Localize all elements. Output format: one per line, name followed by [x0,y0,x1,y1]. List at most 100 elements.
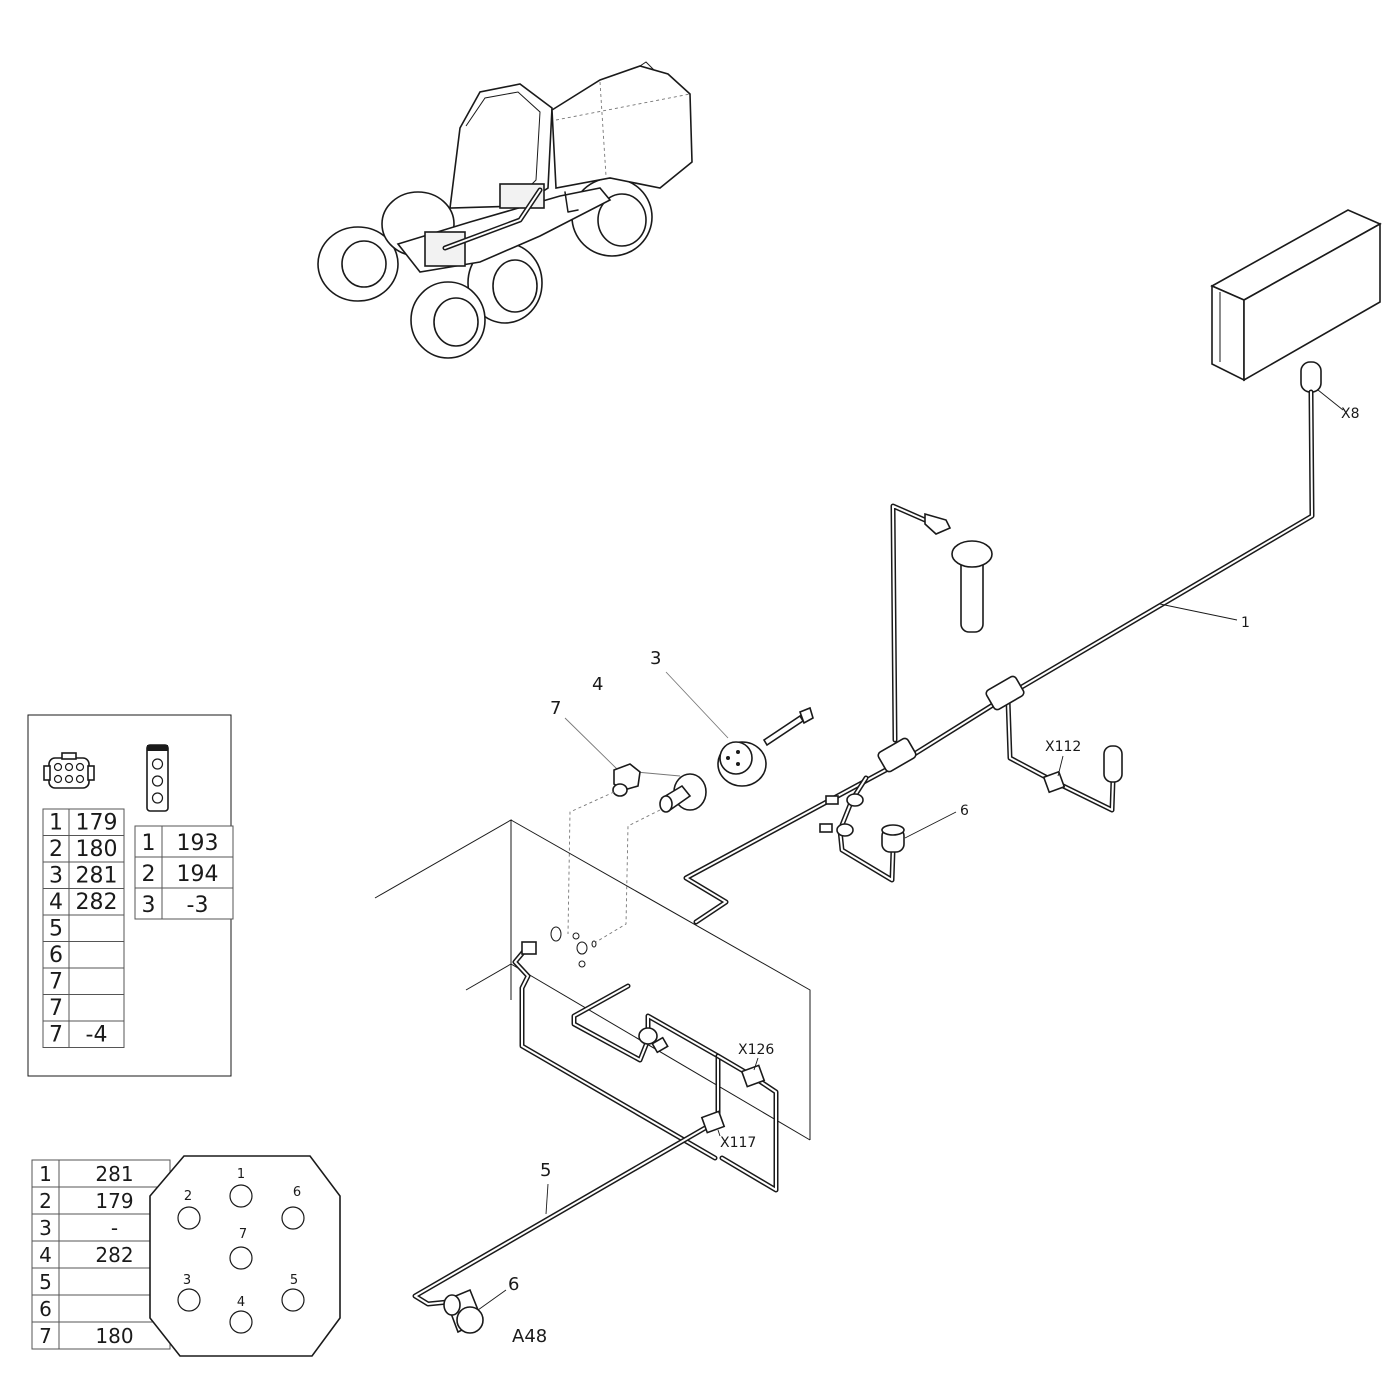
pinout-table-1-pin-number: 5 [49,917,63,942]
pinout-table-3-pin-number: 4 [39,1243,52,1267]
connector-pin: 7 [229,1227,253,1270]
cable-clip-top [924,512,952,535]
connector-face-pins: 1 2 6 7 3 5 4 [177,1167,305,1334]
mounting-plate [374,819,811,1141]
three-pin-connector-icon [146,744,169,812]
pinout-table-1-pin-number: 1 [49,811,63,836]
pinout-table-1-pin-number: 6 [49,943,63,968]
pinout-table-3-row: 4 282 [31,1240,171,1269]
pinout-table-1-row: 1 179 [42,808,125,836]
pinout-table-1-wire-number: 179 [76,811,118,836]
part-7-connector [612,763,641,797]
label-item-5: 5 [540,1160,551,1181]
part-4-socket [659,773,707,813]
connector-pin-label: 6 [293,1185,301,1200]
pinout-table-1-pin-number: 2 [49,837,63,862]
machine-overview-illustration [317,61,693,359]
sensor-x112 [1103,745,1123,783]
connector-pin: 3 [177,1273,201,1312]
pinout-table-3-pin-number: 7 [39,1324,52,1348]
bolt [762,706,814,747]
connector-pin: 5 [281,1273,305,1312]
pinout-table-1-row: 7 [42,967,125,995]
pinout-table-2-pin-number: 1 [142,831,156,856]
pinout-table-2-pin-number: 3 [142,893,156,918]
label-x8: X8 [1341,406,1360,422]
pinout-table-1-row: 4 282 [42,888,125,916]
pinout-table-1-wire-number: -4 [86,1023,108,1048]
label-item-6-lower: 6 [508,1274,519,1295]
pinout-table-3-wire-number: 282 [95,1243,133,1267]
junction-t-left [877,737,917,773]
pinout-table-3-wire-number: 281 [95,1162,133,1186]
pinout-table-3-pin-number: 3 [39,1216,52,1240]
pinout-table-3-row: 1 281 [31,1159,171,1188]
connector-pin-label: 3 [183,1273,191,1288]
pinout-table-3-wire-number: 180 [95,1324,133,1348]
pinout-table-2-wire-number: -3 [187,893,209,918]
sensor-6-upper [881,824,905,853]
label-x112: X112 [1045,739,1081,755]
pinout-table-2-row: 1 193 [134,825,234,858]
mounting-pin [951,540,993,633]
pinout-table-1-wire-number: 282 [76,890,118,915]
sensor-a48 [443,1288,484,1334]
pinout-table-1-row: 7 -4 [42,1020,125,1048]
connector-pin-label: 2 [184,1189,192,1204]
connector-x126 [740,1064,766,1088]
connector-pin: 6 [281,1185,305,1230]
connector-pin-label: 1 [237,1167,245,1182]
connector-pin-label: 5 [290,1273,298,1288]
label-x117: X117 [720,1135,756,1151]
pinout-table-3-pin-number: 1 [39,1162,52,1186]
pinout-table-2-row: 3 -3 [134,887,234,920]
pinout-table-3-wire-number: - [111,1216,118,1240]
connector-x117 [700,1110,726,1134]
pinout-table-1-wire-number: 180 [76,837,118,862]
pinout-table-3-row: 7 180 [31,1321,171,1350]
connector-x112 [1042,770,1066,794]
connector-pin: 4 [229,1295,253,1334]
pinout-table-1-row: 7 [42,994,125,1022]
pinout-table-1-pin-number: 7 [49,1023,63,1048]
label-a48: A48 [512,1326,547,1347]
pinout-table-1-pin-number: 4 [49,890,63,915]
label-item-7: 7 [550,698,561,719]
clip-upper-left [521,941,537,955]
pinout-table-1-row: 3 281 [42,861,125,889]
pinout-table-2-wire-number: 193 [177,831,219,856]
pinout-table-3-pin-number: 2 [39,1189,52,1213]
pinout-table-1-row: 2 180 [42,835,125,863]
pinout-table-3-pin-number: 5 [39,1270,52,1294]
connector-pin-label: 4 [237,1295,245,1310]
pinout-table-2: 1 193 2 194 3 -3 [134,825,234,920]
pinout-table-2-pin-number: 2 [142,862,156,887]
connector-x8 [1300,361,1322,393]
pinout-table-1-pin-number: 3 [49,864,63,889]
pinout-table-1-pin-number: 7 [49,970,63,995]
connector-pin: 2 [177,1189,201,1230]
pinout-table-1-row: 5 [42,914,125,942]
label-item-3: 3 [650,648,661,669]
main-harness-1 [683,389,1315,925]
pinout-table-1-pin-number: 7 [49,996,63,1021]
pinout-table-3-wire-number: 179 [95,1189,133,1213]
grommet [638,1027,669,1054]
label-item-6-upper: 6 [960,803,969,819]
junction-t-right [985,675,1025,711]
label-item-1: 1 [1241,615,1250,631]
cable-clamps [819,793,864,837]
eight-pin-connector-icon [43,752,95,789]
part-3-cap [717,741,767,787]
label-item-4: 4 [592,674,603,695]
pinout-table-3-pin-number: 6 [39,1297,52,1321]
connector-pin: 1 [229,1167,253,1208]
pinout-table-1-wire-number: 281 [76,864,118,889]
pinout-table-2-wire-number: 194 [177,862,219,887]
harness-5 [412,941,779,1307]
label-x126: X126 [738,1042,774,1058]
connector-pin-label: 7 [239,1227,247,1242]
pinout-table-2-row: 2 194 [134,856,234,889]
